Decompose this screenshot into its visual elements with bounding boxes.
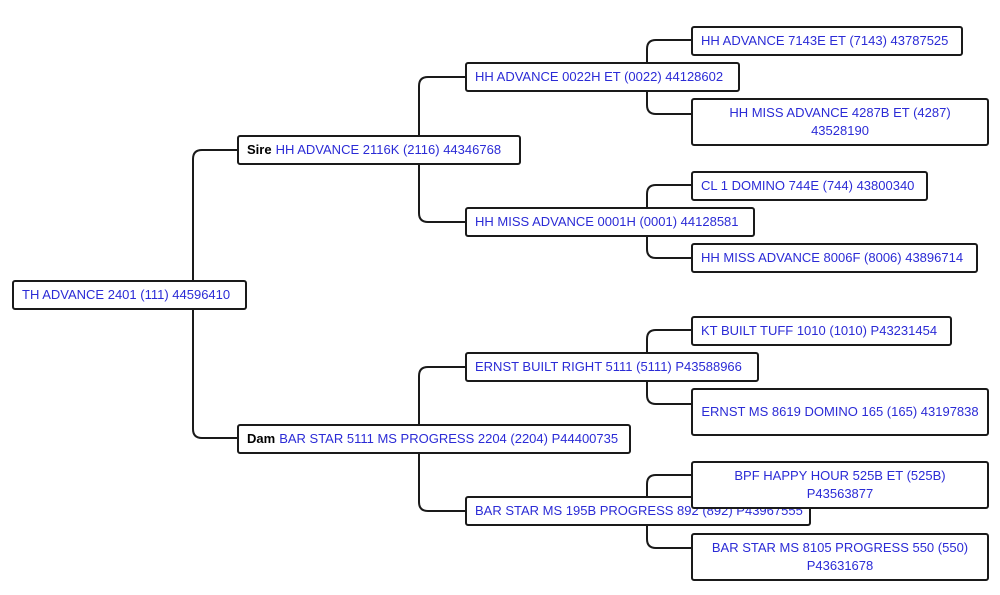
sire-dam-sire-name-link[interactable]: CL 1 DOMINO 744E (744) 43800340 [701, 178, 915, 193]
dam-sire-dam-name-link[interactable]: ERNST MS 8619 DOMINO 165 (165) 43197838 [701, 404, 979, 419]
sire-sire-dam-name-link[interactable]: HH MISS ADVANCE 4287B ET (4287) 43528190 [729, 105, 951, 138]
dam-sire-sire-node[interactable]: KT BUILT TUFF 1010 (1010) P43231454 [691, 316, 952, 346]
connector-sd-sire [646, 184, 691, 208]
dam-name-link[interactable]: BAR STAR 5111 MS PROGRESS 2204 (2204) P4… [279, 431, 619, 446]
sire-dam-sire-node[interactable]: CL 1 DOMINO 744E (744) 43800340 [691, 171, 928, 201]
dam-sire-node[interactable]: ERNST BUILT RIGHT 5111 (5111) P43588966 [465, 352, 759, 382]
connector-dd-dam [646, 525, 691, 549]
dam-sire-name-link[interactable]: ERNST BUILT RIGHT 5111 (5111) P43588966 [475, 359, 742, 374]
sire-dam-name-link[interactable]: HH MISS ADVANCE 0001H (0001) 44128581 [475, 214, 739, 229]
sire-role-label: Sire [247, 142, 272, 157]
dam-dam-dam-node[interactable]: BAR STAR MS 8105 PROGRESS 550 (550) P436… [691, 533, 989, 581]
connector-ds-sire [646, 329, 691, 353]
dam-node[interactable]: Dam BAR STAR 5111 MS PROGRESS 2204 (2204… [237, 424, 631, 454]
sire-sire-sire-node[interactable]: HH ADVANCE 7143E ET (7143) 43787525 [691, 26, 963, 56]
connector-sd-dam [646, 236, 691, 259]
dam-sire-sire-name-link[interactable]: KT BUILT TUFF 1010 (1010) P43231454 [701, 323, 938, 338]
dam-role-label: Dam [247, 431, 276, 446]
connector-ss-sire [646, 39, 691, 63]
connector-ss-dam [646, 91, 691, 115]
subject-name-link[interactable]: TH ADVANCE 2401 (111) 44596410 [22, 287, 231, 302]
sire-sire-dam-node[interactable]: HH MISS ADVANCE 4287B ET (4287) 43528190 [691, 98, 989, 146]
dam-sire-dam-node[interactable]: ERNST MS 8619 DOMINO 165 (165) 43197838 [691, 388, 989, 436]
dam-dam-dam-name-link[interactable]: BAR STAR MS 8105 PROGRESS 550 (550) P436… [711, 540, 969, 573]
dam-dam-sire-name-link[interactable]: BPF HAPPY HOUR 525B ET (525B) P43563877 [734, 468, 946, 501]
sire-dam-node[interactable]: HH MISS ADVANCE 0001H (0001) 44128581 [465, 207, 755, 237]
subject-node[interactable]: TH ADVANCE 2401 (111) 44596410 [12, 280, 247, 310]
connector-dam-sire [418, 366, 465, 425]
connector-subject-dam [192, 310, 237, 439]
sire-sire-node[interactable]: HH ADVANCE 0022H ET (0022) 44128602 [465, 62, 740, 92]
connector-dd-sire [646, 474, 691, 497]
connector-subject-sire [192, 149, 237, 280]
sire-sire-sire-name-link[interactable]: HH ADVANCE 7143E ET (7143) 43787525 [701, 33, 949, 48]
sire-dam-dam-node[interactable]: HH MISS ADVANCE 8006F (8006) 43896714 [691, 243, 978, 273]
connector-sire-sire [418, 76, 465, 136]
dam-dam-sire-node[interactable]: BPF HAPPY HOUR 525B ET (525B) P43563877 [691, 461, 989, 509]
connector-ds-dam [646, 381, 691, 405]
sire-name-link[interactable]: HH ADVANCE 2116K (2116) 44346768 [275, 142, 502, 157]
sire-node[interactable]: Sire HH ADVANCE 2116K (2116) 44346768 [237, 135, 521, 165]
sire-sire-name-link[interactable]: HH ADVANCE 0022H ET (0022) 44128602 [475, 69, 724, 84]
connector-dam-dam [418, 453, 465, 512]
connector-sire-dam [418, 164, 465, 223]
sire-dam-dam-name-link[interactable]: HH MISS ADVANCE 8006F (8006) 43896714 [701, 250, 964, 265]
